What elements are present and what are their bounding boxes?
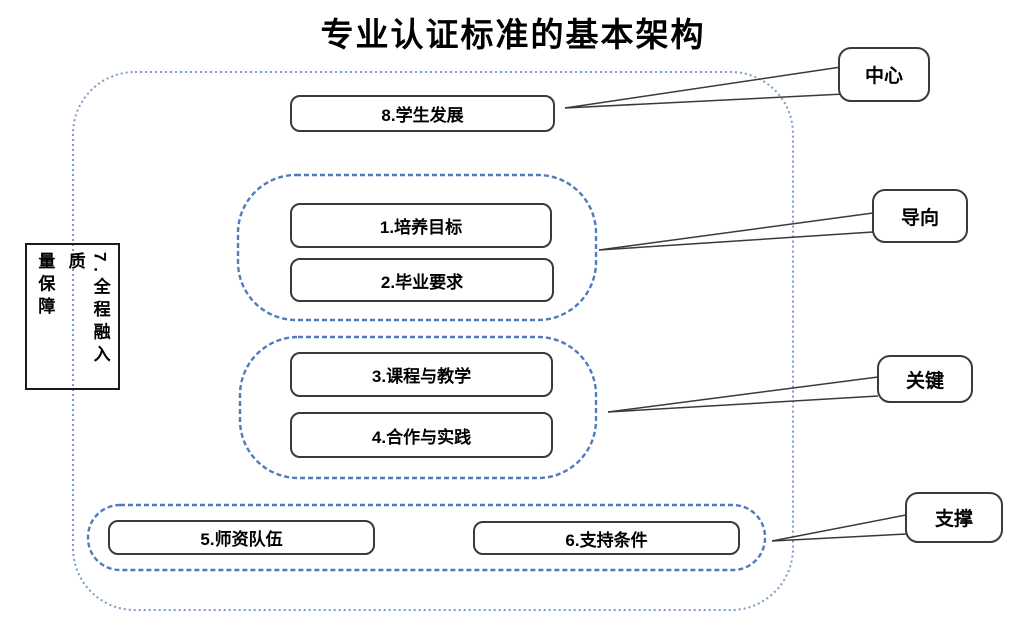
center-callout-tail-line bbox=[564, 93, 845, 109]
key-group-frame bbox=[238, 335, 598, 480]
support-callout-tail-line bbox=[771, 533, 907, 542]
support-conditions-box: 6.支持条件 bbox=[473, 521, 740, 555]
training-goal-box: 1.培养目标 bbox=[290, 203, 552, 248]
quality-assurance-column-left: 量保障 bbox=[35, 252, 55, 320]
support-callout-tail-line bbox=[771, 514, 907, 542]
outer-dotted-frame bbox=[72, 71, 794, 611]
quality-assurance-box: 7.全程融入质 量保障 bbox=[25, 243, 120, 390]
orientation-group-frame bbox=[236, 173, 598, 322]
callout-tail-group bbox=[564, 66, 907, 542]
quality-assurance-column-right: 7.全程融入质 bbox=[65, 252, 110, 368]
orientation-callout-tail-line bbox=[598, 231, 874, 251]
center-callout-tail-line bbox=[564, 66, 842, 109]
key-callout-tail-line bbox=[607, 376, 879, 413]
student-development-box: 8.学生发展 bbox=[290, 95, 555, 132]
callout-center: 中心 bbox=[838, 47, 930, 102]
orientation-callout-tail-line bbox=[598, 212, 874, 251]
callout-orientation: 导向 bbox=[872, 189, 968, 243]
curriculum-teaching-box: 3.课程与教学 bbox=[290, 352, 553, 397]
callout-support: 支撑 bbox=[905, 492, 1003, 543]
diagram-title: 专业认证标准的基本架构 bbox=[320, 18, 706, 54]
callout-key: 关键 bbox=[877, 355, 973, 403]
graduation-requirements-box: 2.毕业要求 bbox=[290, 258, 554, 302]
key-callout-tail-line bbox=[607, 395, 879, 413]
cooperation-practice-box: 4.合作与实践 bbox=[290, 412, 553, 458]
faculty-box: 5.师资队伍 bbox=[108, 520, 375, 555]
support-group-frame bbox=[86, 503, 767, 572]
